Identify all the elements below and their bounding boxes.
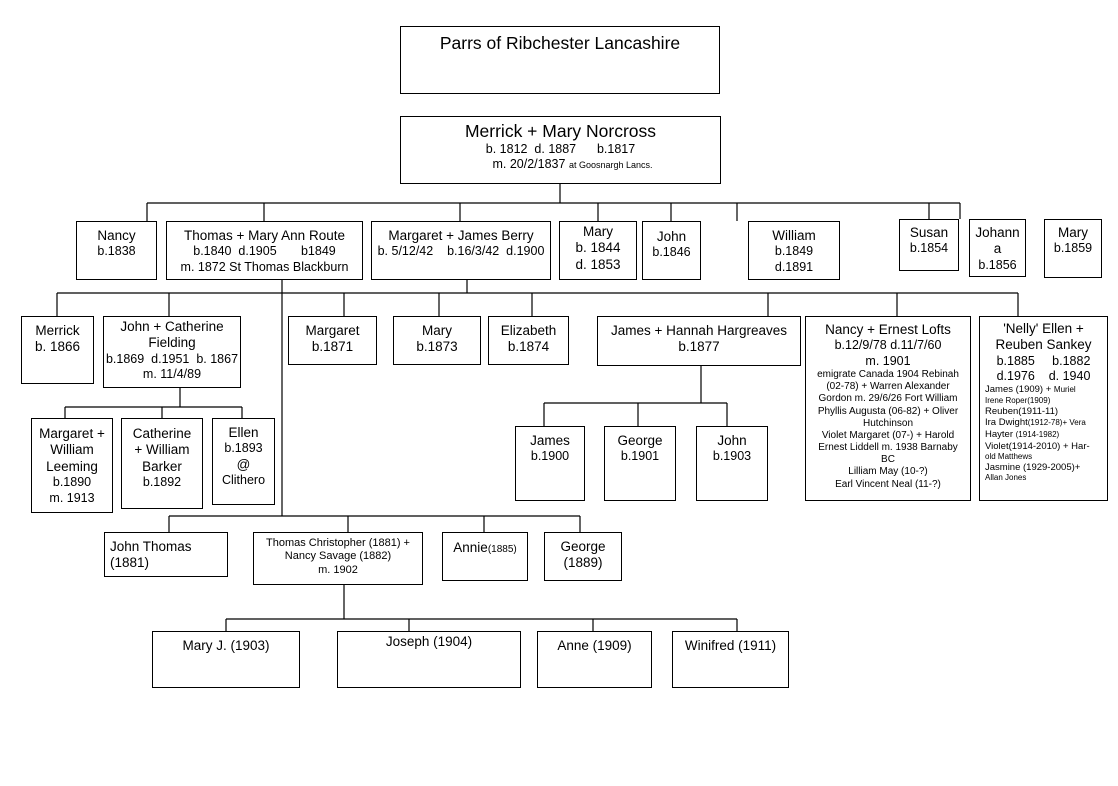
person-box-mary-1873: Mary b.1873 [393,316,481,365]
person-box-margaret-james: Margaret + James Berry b. 5/12/42 b.16/3… [371,221,551,280]
person-box-nancy: Nancy b.1838 [76,221,157,280]
person-box-mary-1859: Mary b.1859 [1044,219,1102,278]
person-box-george-1889: George (1889) [544,532,622,581]
person-box-mary-1844: Mary b. 1844 d. 1853 [559,221,637,280]
person-box-elizabeth: Elizabeth b.1874 [488,316,569,365]
person-box-ellen-1893: Ellen b.1893 @ Clithero [212,418,275,505]
person-box-william: William b.1849 d.1891 [748,221,840,280]
page-title: Parrs of Ribchester Lancashire [400,26,720,94]
person-box-john-catherine: John + Catherine Fielding b.1869 d.1951 … [103,316,241,388]
person-box-thomas-christopher: Thomas Christopher (1881) + Nancy Savage… [253,532,423,585]
person-box-thomas-mary-ann: Thomas + Mary Ann Route b.1840 d.1905 b1… [166,221,363,280]
person-box-mary-j: Mary J. (1903) [152,631,300,688]
person-box-george-1901: George b.1901 [604,426,676,501]
person-box-james-hannah: James + Hannah Hargreaves b.1877 [597,316,801,366]
person-box-anne: Anne (1909) [537,631,652,688]
person-box-catherine-william: Catherine + William Barker b.1892 [121,418,203,509]
person-box-susan: Susan b.1854 [899,219,959,271]
person-box-john-1903: John b.1903 [696,426,768,501]
person-box-nancy-ernest: Nancy + Ernest Lofts b.12/9/78 d.11/7/60… [805,316,971,501]
person-box-nelly-reuben: 'Nelly' Ellen + Reuben Sankey b.1885 b.1… [979,316,1108,501]
person-box-merrick-1866: Merrick b. 1866 [21,316,94,384]
root-couple-dates: b. 1812 d. 1887 b.1817 [485,142,636,156]
person-box-johanna: Johann a b.1856 [969,219,1026,277]
person-box-james-1900: James b.1900 [515,426,585,501]
person-box-john-1846: John b.1846 [642,221,701,280]
person-box-annie: Annie(1885) [442,532,528,581]
person-box-john-thomas: John Thomas (1881) [104,532,228,577]
person-box-winifred: Winifred (1911) [672,631,789,688]
person-box-margaret-william: Margaret + William Leeming b.1890 m. 191… [31,418,113,513]
root-couple-marriage: m. 20/2/1837 at Goosnargh Lancs. [492,157,653,172]
person-box-joseph: Joseph (1904) [337,631,521,688]
root-couple-name: Merrick + Mary Norcross [464,121,657,141]
root-couple-box: Merrick + Mary Norcross b. 1812 d. 1887 … [400,116,721,184]
person-box-margaret-1871: Margaret b.1871 [288,316,377,365]
